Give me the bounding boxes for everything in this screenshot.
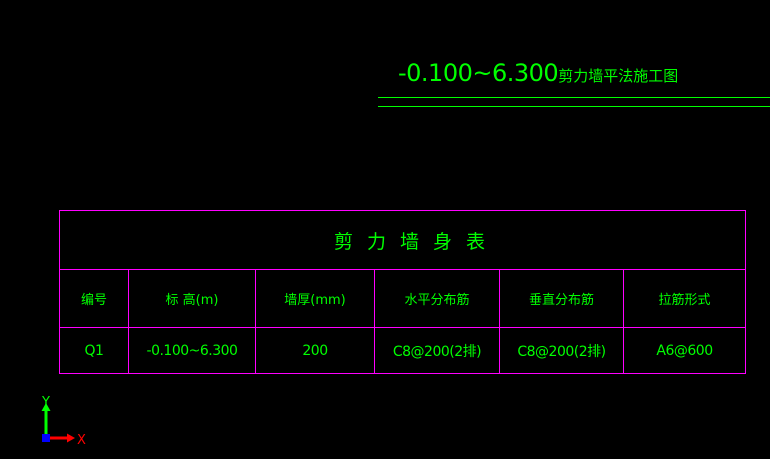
table-col-divider [255, 269, 256, 374]
ucs-y-arrow [41, 403, 51, 411]
title-underline-bottom [378, 106, 770, 107]
row-q1-horizontal-rebar: C8@200(2排) [392, 344, 482, 360]
row-q1-tie-bar-type: A6@600 [656, 343, 713, 359]
drawing-title-elevation: -0.100~6.300 [398, 59, 559, 87]
drawing-title-suffix: 剪力墙平法施工图 [558, 67, 679, 85]
table-title: 剪力墙身表 [333, 230, 499, 253]
title-underline-top [378, 97, 770, 98]
row-q1-vertical-rebar: C8@200(2排) [517, 344, 606, 360]
table-divider-title [60, 269, 745, 270]
ucs-axis-icon: Y X [41, 395, 86, 448]
header-vertical-rebar: 垂直分布筋 [528, 292, 594, 308]
header-wall-thickness: 墙厚(mm) [284, 292, 346, 308]
row-q1-elevation: -0.100~6.300 [146, 343, 238, 359]
row-q1-wall-thickness: 200 [302, 343, 328, 359]
header-id: 编号 [80, 292, 107, 308]
ucs-y-label: Y [41, 395, 50, 410]
ucs-x-label: X [77, 433, 86, 448]
table-col-divider [499, 269, 500, 374]
ucs-origin [42, 434, 50, 442]
header-tie-bar-type: 拉筋形式 [658, 292, 711, 308]
drawing-title: -0.100~6.300剪力墙平法施工图 [398, 58, 678, 91]
header-elevation: 标 高(m) [165, 292, 219, 308]
table-col-divider [623, 269, 624, 374]
header-horizontal-rebar: 水平分布筋 [404, 292, 470, 308]
ucs-x-arrow [67, 433, 75, 443]
row-q1-id: Q1 [84, 343, 104, 359]
table-col-divider [374, 269, 375, 374]
wall-schedule-table[interactable]: 剪力墙身表 编号 标 高(m) 墙厚(mm) 水平分布筋 垂直分布筋 拉筋形式 … [59, 210, 746, 374]
table-col-divider [128, 269, 129, 374]
table-divider-header [60, 327, 745, 328]
